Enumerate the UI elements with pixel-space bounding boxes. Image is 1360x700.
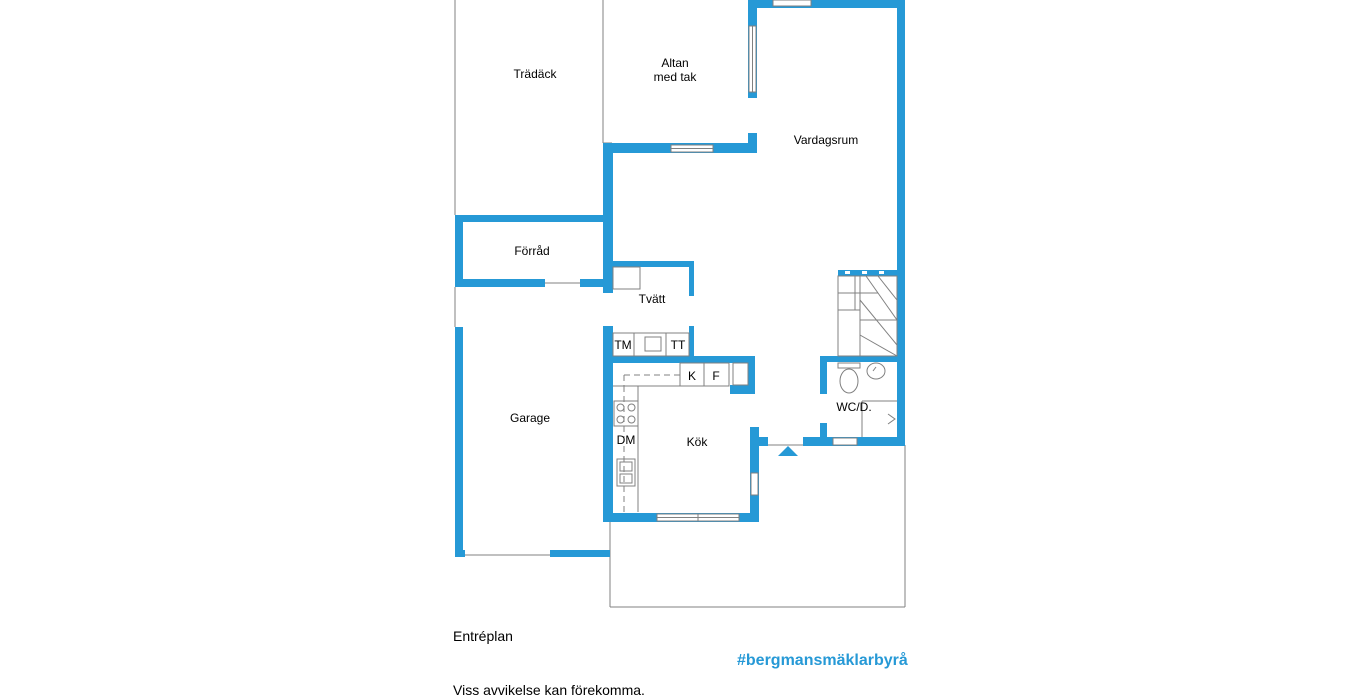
room-label-altan-line2: med tak — [654, 70, 698, 84]
room-label-garage: Garage — [510, 411, 550, 425]
floor-name: Entréplan — [453, 628, 513, 644]
room-label-wc: WC/D. — [836, 400, 871, 414]
room-label-kok: Kök — [687, 435, 709, 449]
room-labels: Trädäck Altan med tak Vardagsrum Förråd … — [510, 56, 872, 449]
fixture-label-tm: TM — [614, 338, 631, 352]
stair-markers — [845, 271, 884, 274]
room-label-tradack: Trädäck — [514, 67, 558, 81]
room-label-altan-line1: Altan — [661, 56, 688, 70]
fixtures — [612, 266, 898, 512]
disclaimer: Viss avvikelse kan förekomma. — [453, 682, 645, 698]
fixture-label-k: K — [688, 369, 696, 383]
room-label-vardagsrum: Vardagsrum — [794, 133, 858, 147]
brand-logo: #bergmansmäklarbyrå — [737, 652, 908, 669]
fixture-label-f: F — [712, 369, 719, 383]
windows — [656, 0, 858, 522]
fixture-label-dm: DM — [617, 433, 636, 447]
entrance-arrow-icon — [778, 446, 798, 456]
room-label-tvatt: Tvätt — [639, 292, 666, 306]
outline-lines — [454, 0, 906, 608]
room-label-forrad: Förråd — [514, 244, 549, 258]
fixture-label-tt: TT — [671, 338, 686, 352]
